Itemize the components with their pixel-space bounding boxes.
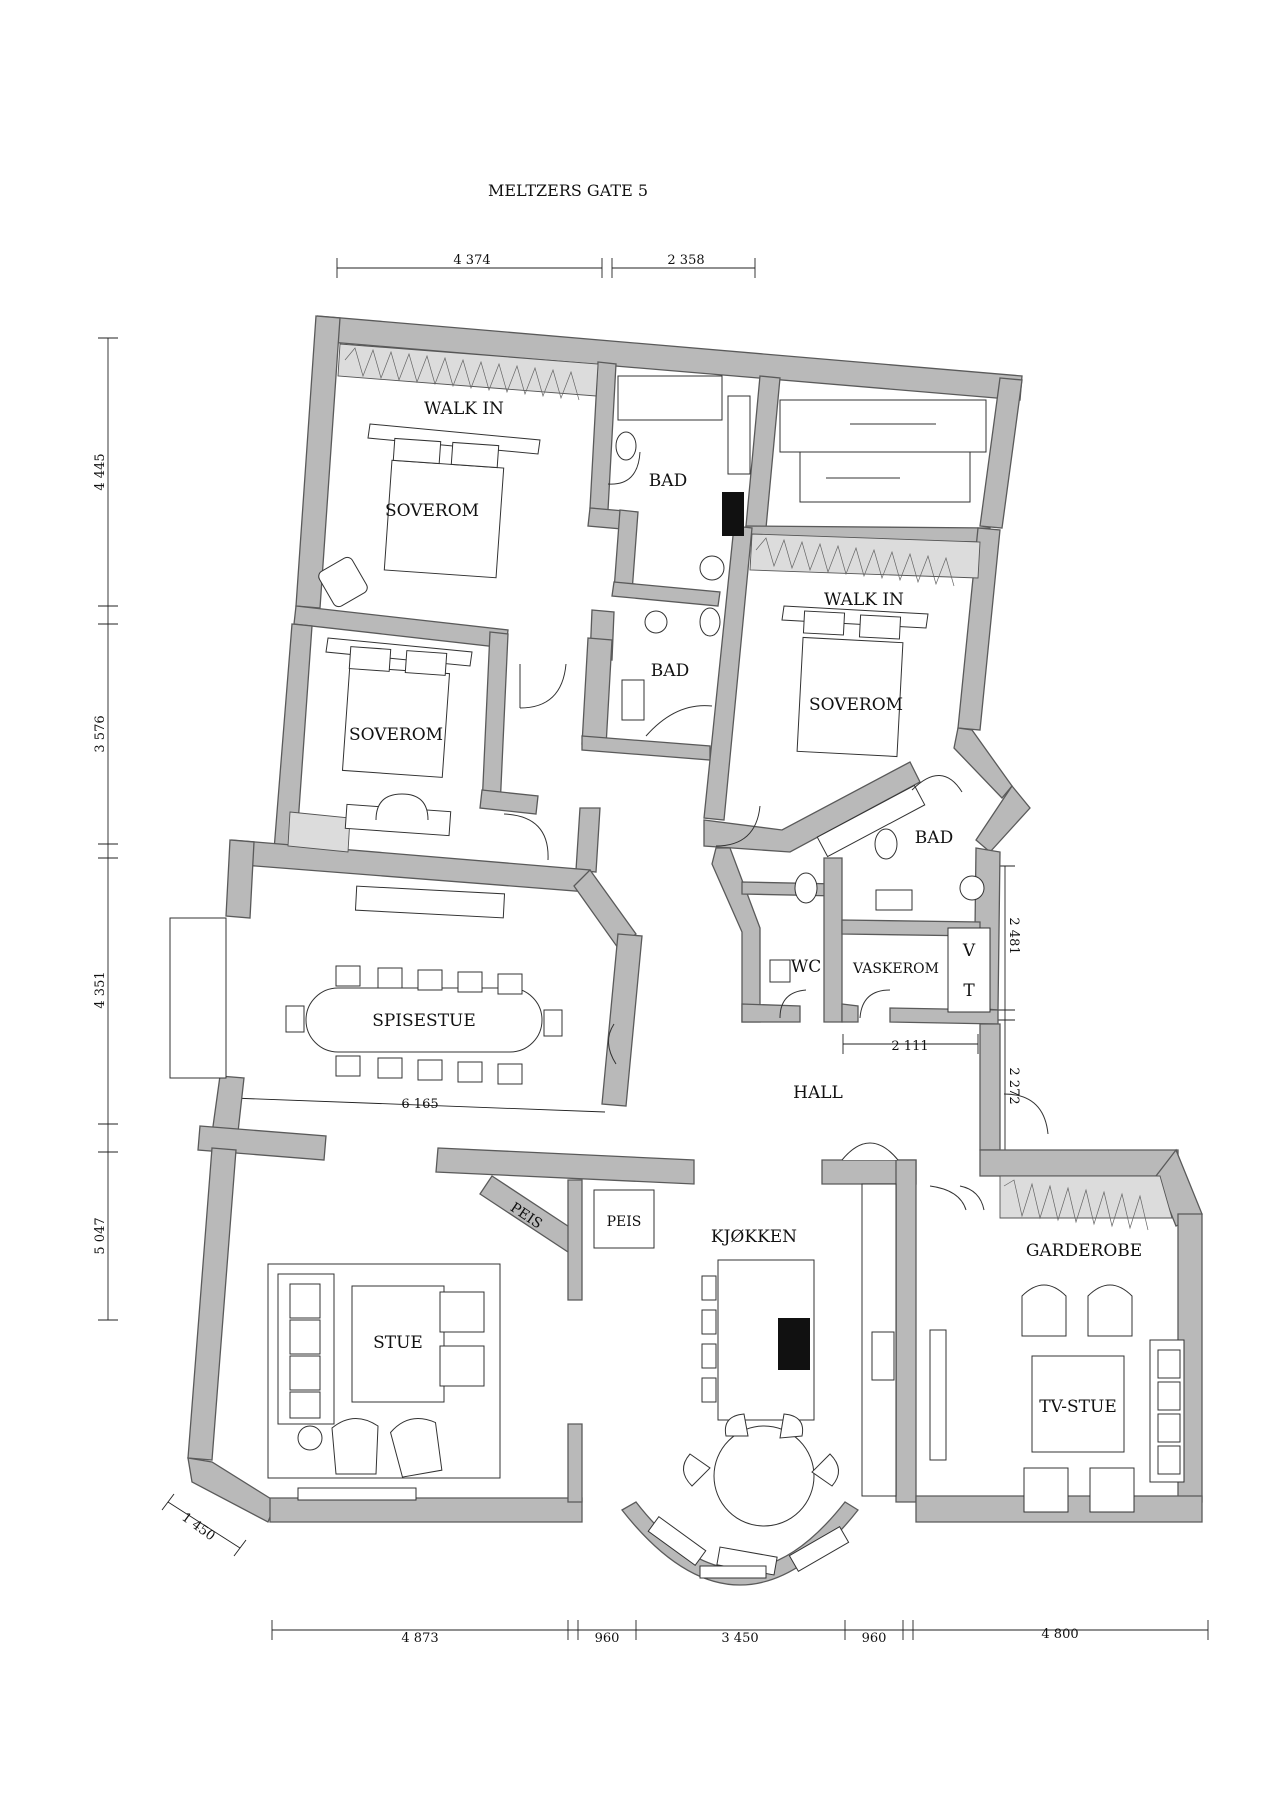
dim-right-2: 2 272 bbox=[1006, 1067, 1021, 1104]
label-kjokken: KJØKKEN bbox=[711, 1227, 797, 1247]
room-labels: WALK IN SOVEROM BAD SOVEROM BAD WALK IN … bbox=[349, 399, 1142, 1417]
doors bbox=[503, 451, 1049, 1211]
plan-title: MELTZERS GATE 5 bbox=[488, 181, 648, 200]
label-soverom-1: SOVEROM bbox=[385, 501, 479, 521]
dim-left-1: 4 445 bbox=[93, 453, 108, 490]
dimension-lines bbox=[98, 258, 1209, 1640]
dim-left-3: 4 351 bbox=[93, 971, 108, 1008]
dim-dining-width: 6 165 bbox=[401, 1097, 438, 1112]
dim-bottom-5: 4 800 bbox=[1041, 1627, 1078, 1642]
label-soverom-3: SOVEROM bbox=[809, 695, 903, 715]
label-peis-2: PEIS bbox=[607, 1214, 642, 1230]
label-garderobe: GARDEROBE bbox=[1026, 1241, 1142, 1261]
label-spisestue: SPISESTUE bbox=[372, 1011, 476, 1031]
dim-top-2: 2 358 bbox=[667, 253, 704, 268]
label-walk-in-2: WALK IN bbox=[824, 590, 904, 610]
label-bad-1: BAD bbox=[649, 471, 687, 491]
furniture bbox=[169, 375, 1185, 1579]
label-wc: WC bbox=[791, 957, 821, 977]
closets bbox=[287, 343, 1173, 1231]
label-hall: HALL bbox=[793, 1083, 843, 1103]
label-bad-3: BAD bbox=[915, 828, 953, 848]
dim-laundry-width: 2 111 bbox=[891, 1039, 928, 1054]
label-washer: V bbox=[962, 941, 976, 961]
dim-left-4: 5 047 bbox=[93, 1217, 108, 1254]
dim-diag: 1 450 bbox=[179, 1510, 218, 1544]
label-vaskerom: VASKEROM bbox=[852, 961, 939, 977]
dim-bottom-1: 4 873 bbox=[401, 1631, 438, 1646]
dim-bottom-4: 960 bbox=[862, 1631, 887, 1646]
label-dryer: T bbox=[963, 981, 975, 1001]
label-stue: STUE bbox=[373, 1333, 423, 1353]
dim-bottom-3: 3 450 bbox=[721, 1631, 758, 1646]
dim-top-1: 4 374 bbox=[453, 253, 490, 268]
dimension-labels: 4 374 2 358 4 445 3 576 4 351 5 047 6 16… bbox=[93, 253, 1079, 1646]
label-tv-stue: TV-STUE bbox=[1039, 1397, 1117, 1417]
dim-left-2: 3 576 bbox=[93, 715, 108, 752]
label-walk-in-1: WALK IN bbox=[424, 399, 504, 419]
label-soverom-2: SOVEROM bbox=[349, 725, 443, 745]
label-bad-2: BAD bbox=[651, 661, 689, 681]
dim-right-1: 2 481 bbox=[1006, 917, 1021, 954]
dim-bottom-2: 960 bbox=[595, 1631, 620, 1646]
